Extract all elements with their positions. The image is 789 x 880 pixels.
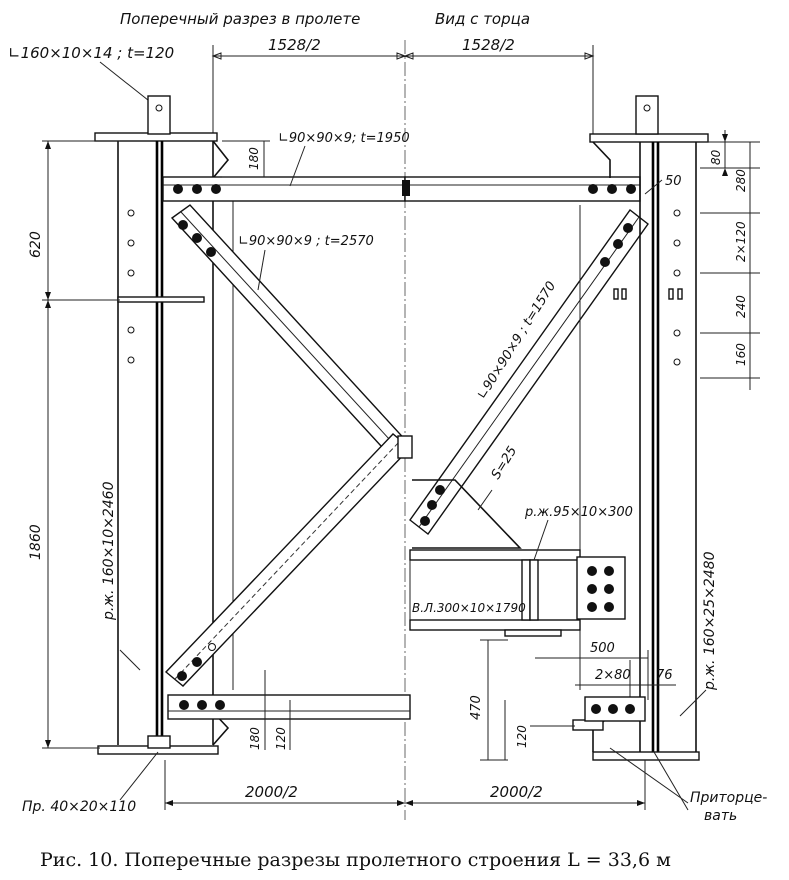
dim-bottom-left-group: 180 120 — [248, 670, 291, 750]
top-dimension-group: 1528/2 1528/2 — [211, 36, 595, 140]
diagonal-right — [409, 208, 649, 536]
rib-small-label: р.ж.95×10×300 — [524, 505, 633, 520]
bottom-strut — [167, 694, 411, 720]
right-vertical-dims: 80 280 2×120 240 160 — [700, 130, 760, 390]
angle-top-plate-label: ∟160×10×14 ; t=120 — [8, 44, 174, 62]
gusset-label: S=25 — [489, 444, 521, 482]
dim-470: 470 — [469, 695, 484, 720]
diag-left-label: ∟90×90×9 ; t=2570 — [238, 234, 374, 249]
dim-160: 160 — [734, 343, 748, 366]
lower-right-bolt-plate — [584, 696, 646, 722]
dim-120-right: 120 — [515, 725, 529, 748]
trim-note-line2: вать — [704, 808, 737, 824]
right-column — [572, 95, 709, 761]
figure-caption: Рис. 10. Поперечные разрезы пролетного с… — [40, 849, 671, 871]
dim-76: 76 — [656, 668, 673, 683]
bottom-plate-label: Пр. 40×20×110 — [22, 799, 136, 815]
gusset-s25 — [412, 479, 522, 549]
dim-180-top: 180 — [247, 147, 261, 170]
dim-120-bottom: 120 — [274, 727, 288, 750]
dim-280: 280 — [734, 169, 748, 192]
right-section-title: Вид с торца — [435, 10, 530, 28]
right-horizontal-dims: 500 2×80 76 — [535, 641, 676, 700]
dim-2x80: 2×80 — [595, 668, 631, 683]
bottom-dimension-group: 2000/2 2000/2 — [164, 760, 646, 810]
dim-top-right: 1528/2 — [462, 36, 515, 54]
dim-620: 620 — [28, 231, 44, 258]
top-strut-label: ∟90×90×9; t=1950 — [278, 131, 410, 146]
dim-180-bottom: 180 — [248, 727, 262, 750]
stiffener-left-label: р.ж. 160×10×2460 — [101, 481, 117, 621]
dim-470-group: 470 120 — [469, 639, 575, 761]
web-plate-label: В.Л.300×10×1790 — [412, 601, 526, 615]
left-vertical-dims: 620 1860 — [28, 140, 120, 749]
dim-80: 80 — [709, 149, 723, 165]
center-gusset-node — [397, 435, 413, 459]
dim-240: 240 — [734, 295, 748, 318]
web-plate-beam — [409, 549, 626, 637]
dim-500: 500 — [590, 641, 615, 656]
diagonal-left-up — [164, 433, 412, 687]
dim-50: 50 — [665, 174, 682, 189]
dim-2x120: 2×120 — [734, 221, 748, 262]
dim-top-left: 1528/2 — [268, 36, 321, 54]
stiffener-right-label: р.ж. 160×25×2480 — [702, 551, 718, 691]
dim-180-top-group: 180 — [222, 140, 270, 178]
dim-bottom-left: 2000/2 — [245, 783, 298, 801]
left-section-title: Поперечный разрез в пролете — [120, 10, 360, 28]
trim-note-line1: Приторце- — [690, 790, 767, 806]
dim-bottom-right: 2000/2 — [490, 783, 543, 801]
top-strut — [162, 176, 641, 202]
dim-1860: 1860 — [28, 524, 44, 560]
left-column — [94, 95, 234, 755]
